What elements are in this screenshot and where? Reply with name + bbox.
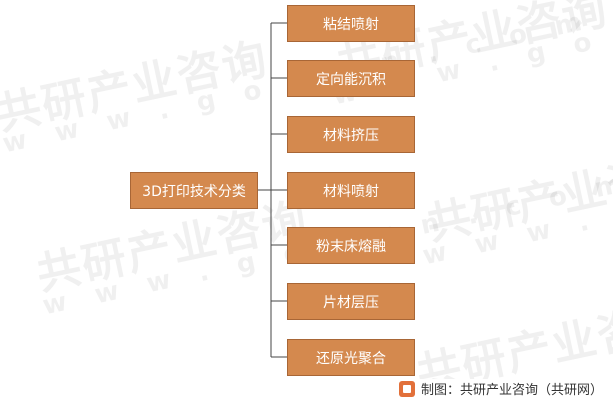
- footer-text: 制图：共研产业咨询（共研网）: [420, 383, 603, 398]
- leaf-node-vat-photopolymerization: 还原光聚合: [287, 339, 415, 376]
- brand-logo-icon: [398, 380, 415, 397]
- leaf-node-sheet-lamination: 片材层压: [287, 283, 415, 320]
- leaf-node-directed-energy-deposition: 定向能沉积: [287, 60, 415, 97]
- leaf-node-binder-jetting: 粘结喷射: [287, 5, 415, 42]
- root-node: 3D打印技术分类: [130, 172, 258, 209]
- leaf-node-material-extrusion: 材料挤压: [287, 116, 415, 153]
- leaf-node-powder-bed-fusion: 粉末床熔融: [287, 227, 415, 264]
- footer-credit: 制图：共研产业咨询（共研网）: [394, 379, 603, 398]
- leaf-node-material-jetting: 材料喷射: [287, 172, 415, 209]
